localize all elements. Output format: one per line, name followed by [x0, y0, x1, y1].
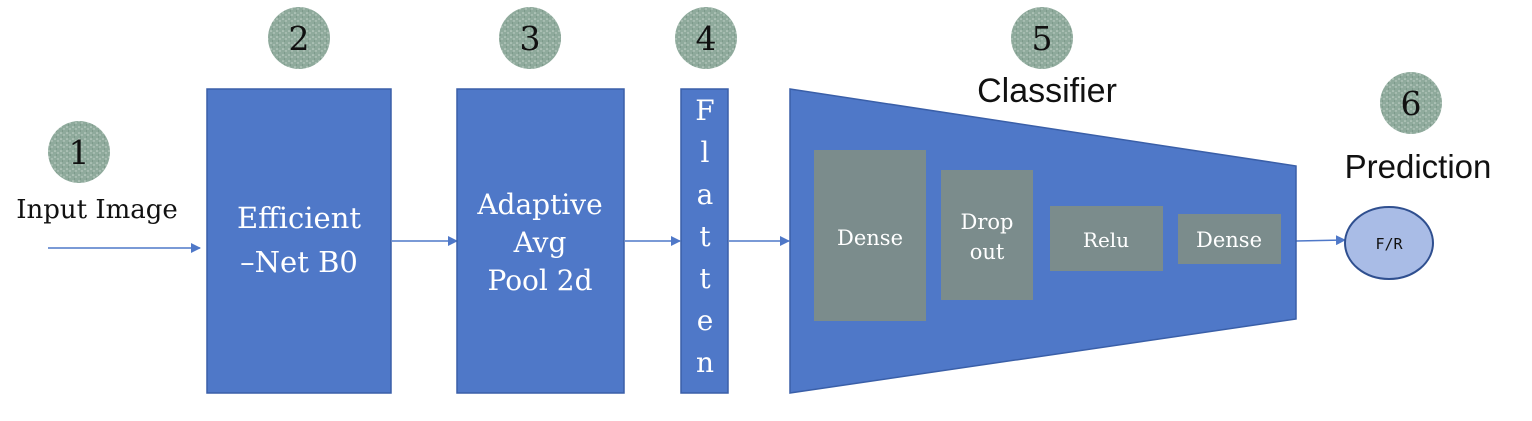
svg-text:5: 5 — [1032, 19, 1053, 58]
efficientnet-label: Efficient –Net B0 — [237, 201, 361, 279]
classifier-layer-dropout: Drop out — [941, 170, 1033, 300]
flatten-label-line-7: n — [696, 346, 714, 379]
efficientnet-label-line-1: Efficient — [237, 201, 361, 235]
svg-text:4: 4 — [696, 19, 717, 58]
input-image-label: Input Image — [16, 195, 178, 225]
svg-text:3: 3 — [520, 19, 541, 58]
dense-1-label-line-1: Dense — [837, 226, 903, 250]
svg-text:2: 2 — [289, 19, 310, 58]
badge-1: 1 — [48, 121, 110, 183]
prediction-output-label: F/R — [1375, 235, 1403, 253]
badge-3: 3 — [499, 7, 561, 69]
flatten-label-line-2: l — [701, 136, 710, 169]
adaptive-avg-pool-block — [456, 88, 625, 394]
dropout-label-line-2: out — [970, 240, 1005, 264]
classifier-layer-relu: Relu — [1050, 206, 1163, 271]
svg-text:1: 1 — [69, 133, 90, 172]
flatten-label-line-6: e — [697, 304, 714, 337]
flatten-label-line-4: t — [699, 220, 711, 253]
prediction-output-node — [1344, 206, 1434, 280]
badge-6: 6 — [1380, 72, 1442, 134]
badge-5: 5 — [1011, 7, 1073, 69]
flatten-label-line-1: F — [695, 94, 714, 127]
flatten-label-line-5: t — [699, 262, 711, 295]
adaptive-avg-pool-label-line-1: Adaptive — [476, 188, 602, 221]
badge-2: 2 — [268, 7, 330, 69]
efficientnet-label-line-2: –Net B0 — [240, 245, 358, 279]
efficientnet-block — [206, 88, 392, 394]
svg-text:6: 6 — [1401, 84, 1422, 123]
dense-1-label: Dense — [837, 226, 903, 250]
dense-2-label: Dense — [1196, 228, 1262, 252]
flatten-label-line-3: a — [697, 178, 714, 211]
arrow-classifier-to-prediction — [1295, 235, 1346, 246]
dropout-label: Drop out — [961, 210, 1014, 264]
relu-label-line-1: Relu — [1083, 228, 1129, 252]
relu-label: Relu — [1083, 228, 1129, 252]
classifier-layer-dense-2: Dense — [1178, 214, 1281, 264]
flatten-block — [680, 88, 729, 394]
classifier-layer-dense-1: Dense — [814, 150, 926, 321]
adaptive-avg-pool-label-line-2: Avg — [513, 226, 567, 259]
adaptive-avg-pool-label-line-3: Pool 2d — [487, 264, 592, 297]
badge-4: 4 — [675, 7, 737, 69]
classifier-label: Classifier — [977, 72, 1117, 110]
dense-2-label-line-1: Dense — [1196, 228, 1262, 252]
prediction-label: Prediction — [1345, 148, 1492, 185]
dropout-label-line-1: Drop — [961, 210, 1014, 234]
